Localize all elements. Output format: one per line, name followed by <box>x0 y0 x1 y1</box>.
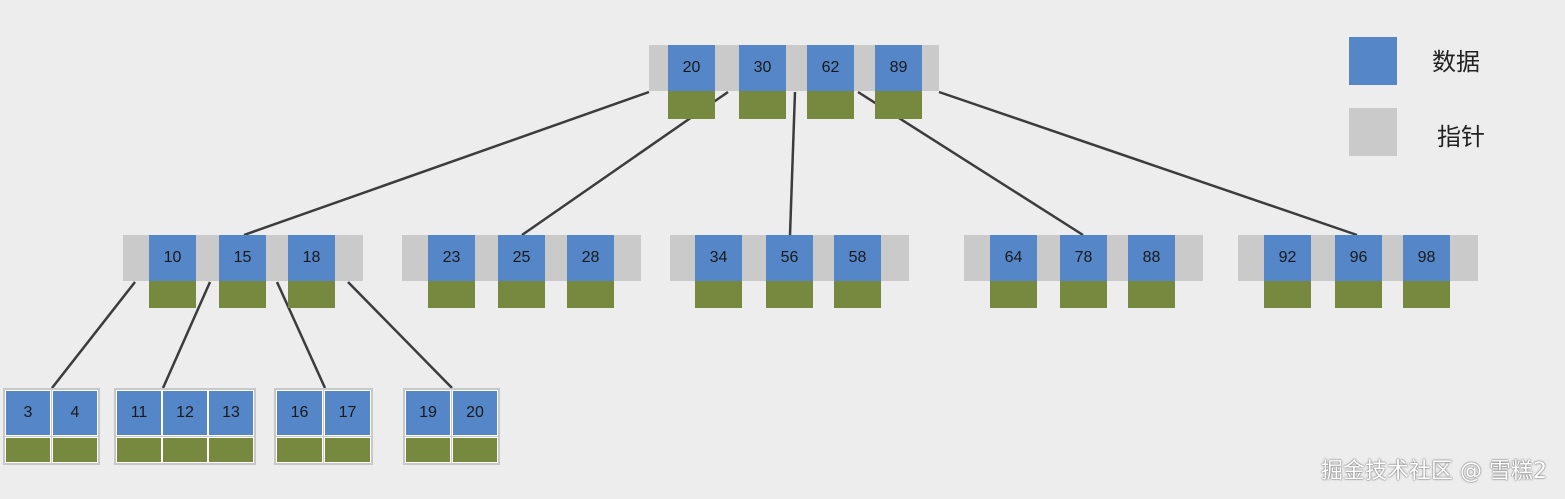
root-key-3: 89 <box>875 45 922 91</box>
leaf-1-data-2 <box>208 437 254 463</box>
leaf-0-data-0 <box>5 437 51 463</box>
root-key-0: 20 <box>668 45 715 91</box>
leaf-1-key-1: 12 <box>162 390 208 436</box>
tree-edge-8 <box>347 281 453 389</box>
root-key-1: 30 <box>739 45 786 91</box>
leaf-3-key-0: 19 <box>405 390 451 436</box>
internal-node-2: 34 56 58 <box>670 235 909 308</box>
internal-0-key-1: 15 <box>219 235 266 281</box>
internal-1-data-0 <box>428 281 475 308</box>
internal-1-key-2: 28 <box>567 235 614 281</box>
leaf-0-data-1 <box>52 437 98 463</box>
internal-0-data-2 <box>288 281 335 308</box>
tree-edge-4 <box>938 90 1358 237</box>
internal-3-key-1: 78 <box>1060 235 1107 281</box>
internal-2-key-2: 58 <box>834 235 881 281</box>
leaf-1-key-2: 13 <box>208 390 254 436</box>
leaf-1-key-0: 11 <box>116 390 162 436</box>
internal-2-key-1: 56 <box>766 235 813 281</box>
leaf-3-data-1 <box>452 437 498 463</box>
legend-data-swatch <box>1349 37 1397 85</box>
internal-4-key-2: 98 <box>1403 235 1450 281</box>
internal-node-0: 10 15 18 <box>123 235 363 308</box>
tree-edge-7 <box>275 281 327 389</box>
leaf-2-key-0: 16 <box>276 390 323 436</box>
leaf-1-data-0 <box>116 437 162 463</box>
leaf-2-data-0 <box>276 437 323 463</box>
internal-0-key-2: 18 <box>288 235 335 281</box>
internal-2-data-2 <box>834 281 881 308</box>
internal-4-data-1 <box>1335 281 1382 308</box>
root-node: 20 30 62 89 <box>649 45 939 119</box>
internal-1-data-2 <box>567 281 614 308</box>
root-data-1 <box>739 91 786 119</box>
leaf-node-1: 11 12 13 <box>114 388 256 465</box>
internal-4-key-1: 96 <box>1335 235 1382 281</box>
internal-3-key-0: 64 <box>990 235 1037 281</box>
legend-pointer-label: 指针 <box>1437 123 1485 151</box>
internal-4-key-0: 92 <box>1264 235 1311 281</box>
internal-3-key-2: 88 <box>1128 235 1175 281</box>
leaf-0-key-1: 4 <box>52 390 98 436</box>
leaf-2-data-1 <box>324 437 371 463</box>
internal-1-key-0: 23 <box>428 235 475 281</box>
leaf-node-0: 3 4 <box>3 388 100 465</box>
internal-1-key-1: 25 <box>498 235 545 281</box>
internal-2-key-0: 34 <box>695 235 742 281</box>
root-data-2 <box>807 91 854 119</box>
legend-data-label: 数据 <box>1432 48 1480 76</box>
tree-edge-0 <box>243 90 650 237</box>
internal-node-3: 64 78 88 <box>964 235 1203 308</box>
internal-node-1: 23 25 28 <box>402 235 641 308</box>
internal-1-data-1 <box>498 281 545 308</box>
internal-2-data-1 <box>766 281 813 308</box>
root-data-3 <box>875 91 922 119</box>
leaf-node-3: 19 20 <box>403 388 500 465</box>
root-data-0 <box>668 91 715 119</box>
leaf-3-data-0 <box>405 437 451 463</box>
leaf-3-key-1: 20 <box>452 390 498 436</box>
internal-node-4: 92 96 98 <box>1238 235 1478 308</box>
internal-3-data-1 <box>1060 281 1107 308</box>
tree-edge-2 <box>788 91 797 236</box>
internal-0-data-0 <box>149 281 196 308</box>
internal-4-data-2 <box>1403 281 1450 308</box>
internal-3-data-0 <box>990 281 1037 308</box>
watermark: 掘金技术社区 @ 雪糕2 <box>1321 459 1547 484</box>
internal-0-data-1 <box>219 281 266 308</box>
root-key-2: 62 <box>807 45 854 91</box>
legend-pointer-swatch <box>1349 108 1397 156</box>
leaf-0-key-0: 3 <box>5 390 51 436</box>
tree-edge-6 <box>161 281 212 389</box>
leaf-node-2: 16 17 <box>274 388 373 465</box>
leaf-1-data-1 <box>162 437 208 463</box>
internal-2-data-0 <box>695 281 742 308</box>
internal-3-data-2 <box>1128 281 1175 308</box>
leaf-2-key-1: 17 <box>324 390 371 436</box>
internal-4-data-0 <box>1264 281 1311 308</box>
internal-0-key-0: 10 <box>149 235 196 281</box>
tree-edge-5 <box>51 281 136 389</box>
